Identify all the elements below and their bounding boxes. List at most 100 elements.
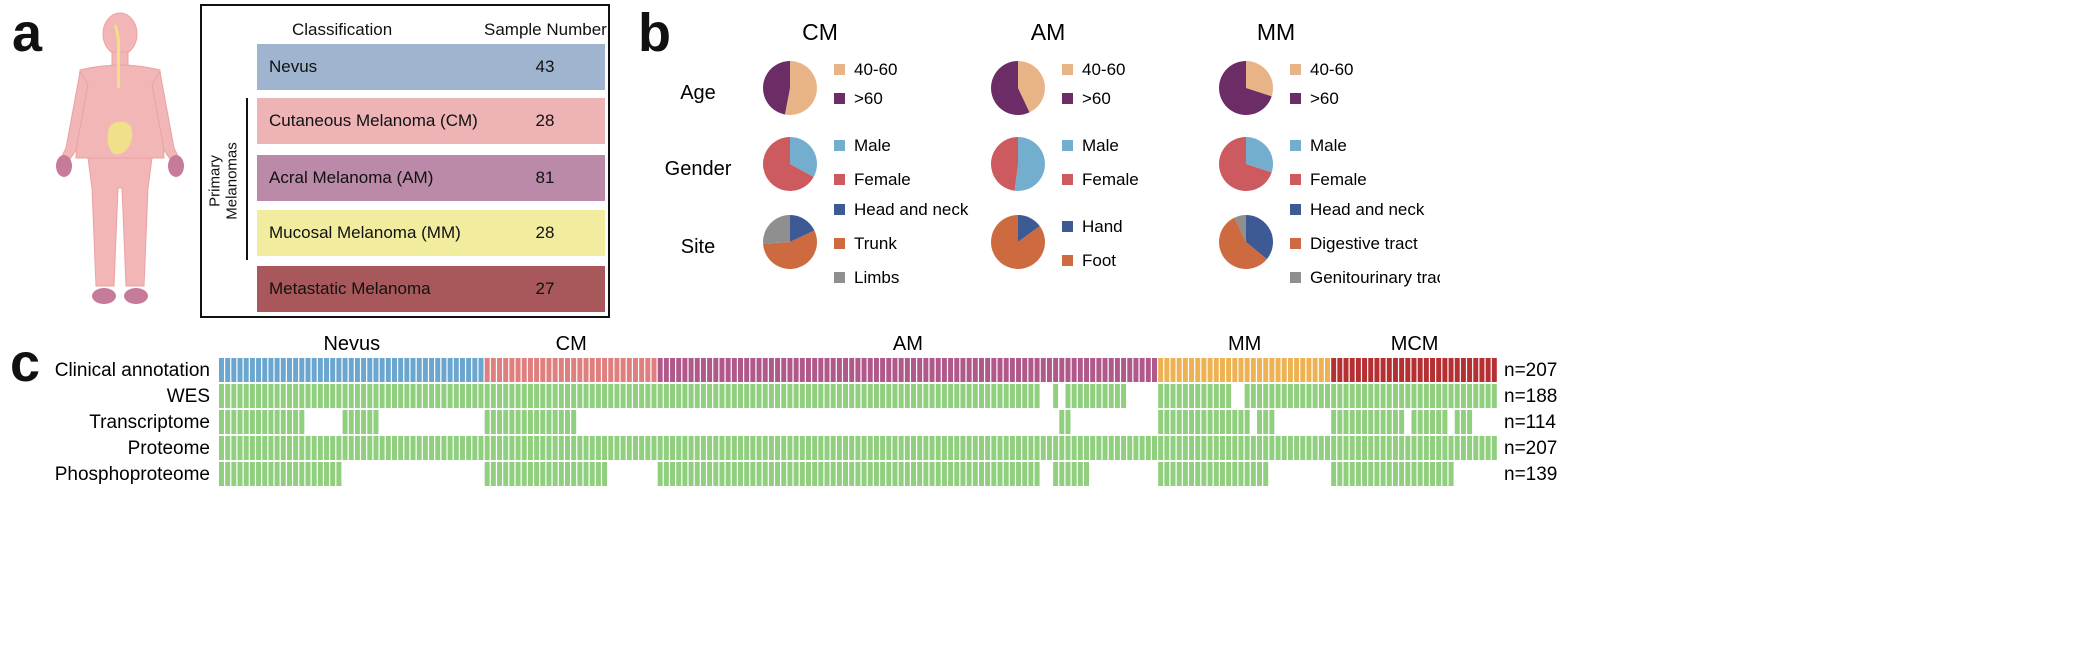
heatmap-cell [1176,462,1182,486]
legend-label: Head and neck [854,200,969,219]
heatmap-cell [1164,384,1170,408]
heatmap-cell [972,436,978,460]
heatmap-cell [1084,462,1090,486]
pie-slice [1018,215,1040,242]
heatmap-cell [1034,358,1040,382]
heatmap-cell [231,384,237,408]
heatmap-cell [867,436,873,460]
heatmap-cell [941,358,947,382]
heatmap-cell [1343,410,1349,434]
legend-label: 40-60 [1310,60,1353,79]
heatmap-cell [985,358,991,382]
heatmap-cell [1411,384,1417,408]
heatmap-cell [1436,384,1442,408]
heatmap-cell [1436,462,1442,486]
heatmap-cell [836,384,842,408]
heatmap-cell [830,358,836,382]
heatmap-cell [342,410,348,434]
heatmap-cell [1263,436,1269,460]
legend-swatch [1290,64,1301,75]
heatmap-cell [392,384,397,408]
heatmap-cell [348,384,354,408]
heatmap-cell [892,358,898,382]
heatmap-cell [416,358,422,382]
heatmap-cell [1417,410,1423,434]
heatmap-cell [1189,410,1195,434]
heatmap-cell [1207,410,1213,434]
heatmap-cell [713,436,719,460]
heatmap-cell [682,358,688,382]
heatmap-cell [713,462,719,486]
heatmap-cell [237,358,243,382]
heatmap-cell [707,436,713,460]
heatmap-cell [954,384,960,408]
heatmap-cell [1454,410,1460,434]
heatmap-cell [299,358,305,382]
heatmap-cell [249,384,255,408]
legend-swatch [834,272,845,283]
heatmap-cell [873,462,879,486]
heatmap-cell [447,436,453,460]
heatmap-cell [1250,462,1256,486]
heatmap-cell [274,462,280,486]
heatmap-cell [1306,436,1312,460]
heatmap-cell [972,384,978,408]
heatmap-cell [1491,436,1497,460]
heatmap-cell [972,462,978,486]
heatmap-cell [1386,384,1392,408]
heatmap-cell [1207,436,1213,460]
heatmap-cell [911,384,916,408]
heatmap-cell [1337,410,1343,434]
heatmap-cell [1170,358,1176,382]
heatmap-cell [571,410,577,434]
legend-label: Trunk [854,234,897,253]
heatmap-cell [565,462,570,486]
heatmap-cell [1071,358,1077,382]
heatmap-cell [416,436,422,460]
heatmap-cell [286,358,292,382]
heatmap-cell [1176,436,1182,460]
heatmap-cell [1108,358,1114,382]
heatmap-cell [589,384,595,408]
heatmap-cell [1257,384,1263,408]
heatmap-cell [1065,462,1071,486]
heatmap-row-count: n=207 [1504,438,1557,459]
heatmap-cell [262,462,268,486]
heatmap-cell [515,462,521,486]
table-header-classification: Classification [292,20,393,39]
heatmap-cell [1287,384,1293,408]
heatmap-cell [583,384,589,408]
heatmap-cell [268,358,274,382]
heatmap-cell [1300,358,1306,382]
heatmap-cell [583,462,589,486]
heatmap-cell [472,436,478,460]
heatmap-cell [614,358,620,382]
heatmap-cell [1009,436,1015,460]
heatmap-cell [1417,384,1423,408]
heatmap-cell [1269,410,1275,434]
heatmap-cell [509,462,515,486]
heatmap-cell [1207,358,1213,382]
legend-label: >60 [1082,89,1111,108]
heatmap-cell [626,384,632,408]
heatmap-cell [1343,462,1349,486]
heatmap-cell [929,358,935,382]
row-sample-number: 28 [535,111,555,130]
pie-group-title: CM [802,19,838,45]
heatmap-cell [1009,358,1015,382]
heatmap-cell [849,462,855,486]
heatmap-cell [620,384,626,408]
heatmap-cell [1430,384,1436,408]
heatmap-cell [1368,462,1374,486]
heatmap-cell [892,436,898,460]
heatmap-cell [262,410,268,434]
heatmap-cell [707,358,713,382]
heatmap-cell [1213,436,1219,460]
heatmap-cell [354,410,360,434]
pie-slice [1219,137,1272,191]
heatmap-cell [558,462,564,486]
heatmap-cell [657,436,663,460]
heatmap-cell [503,384,509,408]
heatmap-cell [700,462,706,486]
heatmap-cell [1275,384,1281,408]
